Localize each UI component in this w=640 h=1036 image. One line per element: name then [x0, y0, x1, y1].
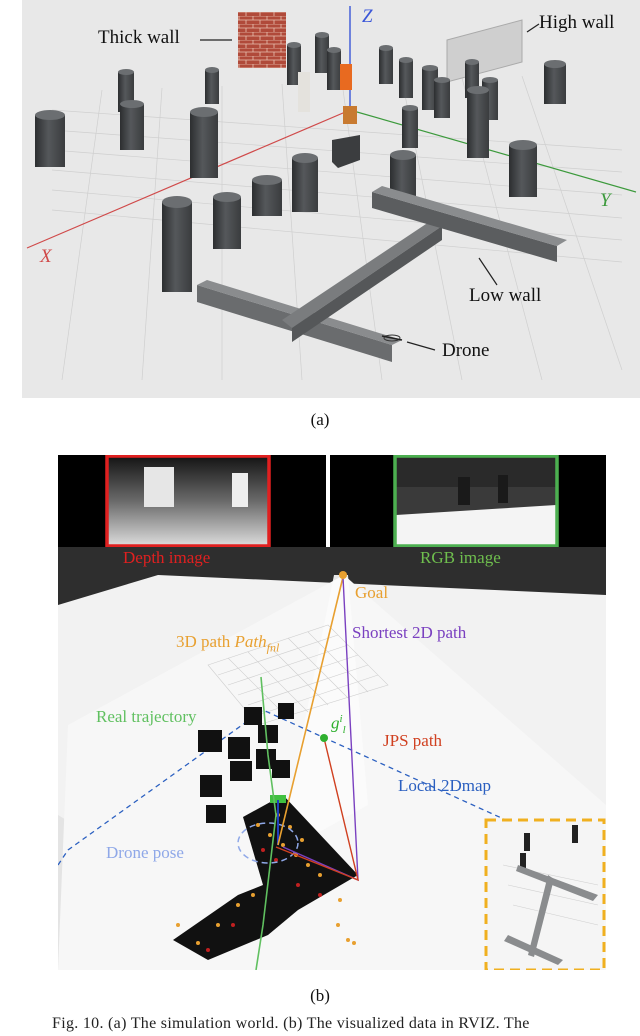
drone-label: Drone: [442, 340, 490, 361]
local-goal-sub: l: [342, 724, 346, 737]
x-axis-line: [26, 109, 351, 249]
barrel: [343, 106, 357, 124]
thick-wall-label: Thick wall: [98, 27, 180, 48]
high-wall-label: High wall: [539, 12, 615, 33]
figure-panel-a: Thick wall High wall Low wall Drone Z X …: [22, 0, 640, 398]
x-axis-label: X: [40, 246, 52, 267]
caption-b: (b): [310, 986, 330, 1005]
jps-path-label: JPS path: [383, 731, 443, 750]
3d-path-label: 3D path Pathfnl: [176, 632, 279, 655]
z-axis-label: Z: [362, 6, 373, 27]
drone-pose-label: Drone pose: [106, 843, 184, 862]
inset-view: [484, 818, 606, 972]
simulation-world-scene: [22, 0, 640, 398]
local-2dmap-label: Local 2Dmap: [398, 776, 491, 795]
low-wall-label: Low wall: [469, 285, 542, 306]
cylinder-obstacles: [35, 32, 566, 292]
local-goal-marker: [320, 734, 328, 742]
rgb-image-frame: [393, 454, 559, 548]
box-obstacle: [332, 135, 360, 168]
real-trajectory-line: [255, 676, 277, 971]
depth-image: [105, 454, 271, 548]
drone-model: [381, 334, 403, 342]
local-goal-sup: i: [339, 713, 343, 725]
rgb-image: [393, 454, 559, 548]
real-trajectory-label: Real trajectory: [96, 707, 197, 726]
figure-panel-b: Depth image RGB image Goal 3D path Pathf…: [57, 454, 606, 972]
y-axis-line: [349, 109, 637, 193]
drone-pose-marker: [237, 795, 299, 864]
local-goal-main: g: [331, 713, 340, 733]
occupancy-map: [173, 703, 358, 960]
rviz-grid: [207, 624, 389, 726]
3d-path-prefix: 3D path: [176, 632, 235, 651]
traffic-cone: [340, 64, 352, 90]
3d-path-main: Path: [234, 632, 267, 651]
depth-image-label: Depth image: [123, 548, 211, 567]
rgb-image-label: RGB image: [420, 548, 501, 567]
human-figure: [298, 72, 310, 112]
3d-path-line: [277, 576, 344, 846]
y-axis-label: Y: [600, 190, 611, 211]
low-wall: [197, 186, 567, 362]
shortest-2d-path-label: Shortest 2D path: [352, 623, 467, 642]
point-cloud-red: [206, 848, 322, 952]
figure-caption-text: Fig. 10. (a) The simulation world. (b) T…: [52, 1015, 530, 1032]
local-goal-label: gil: [331, 713, 346, 736]
caption-a: (a): [310, 410, 330, 429]
3d-path-sub: fnl: [266, 640, 280, 655]
goal-marker: [339, 571, 347, 579]
depth-image-frame: [105, 454, 271, 548]
thick-wall: [238, 12, 286, 68]
goal-label: Goal: [355, 583, 389, 602]
jps-path-line: [275, 737, 359, 882]
rviz-visualization: [57, 454, 606, 972]
